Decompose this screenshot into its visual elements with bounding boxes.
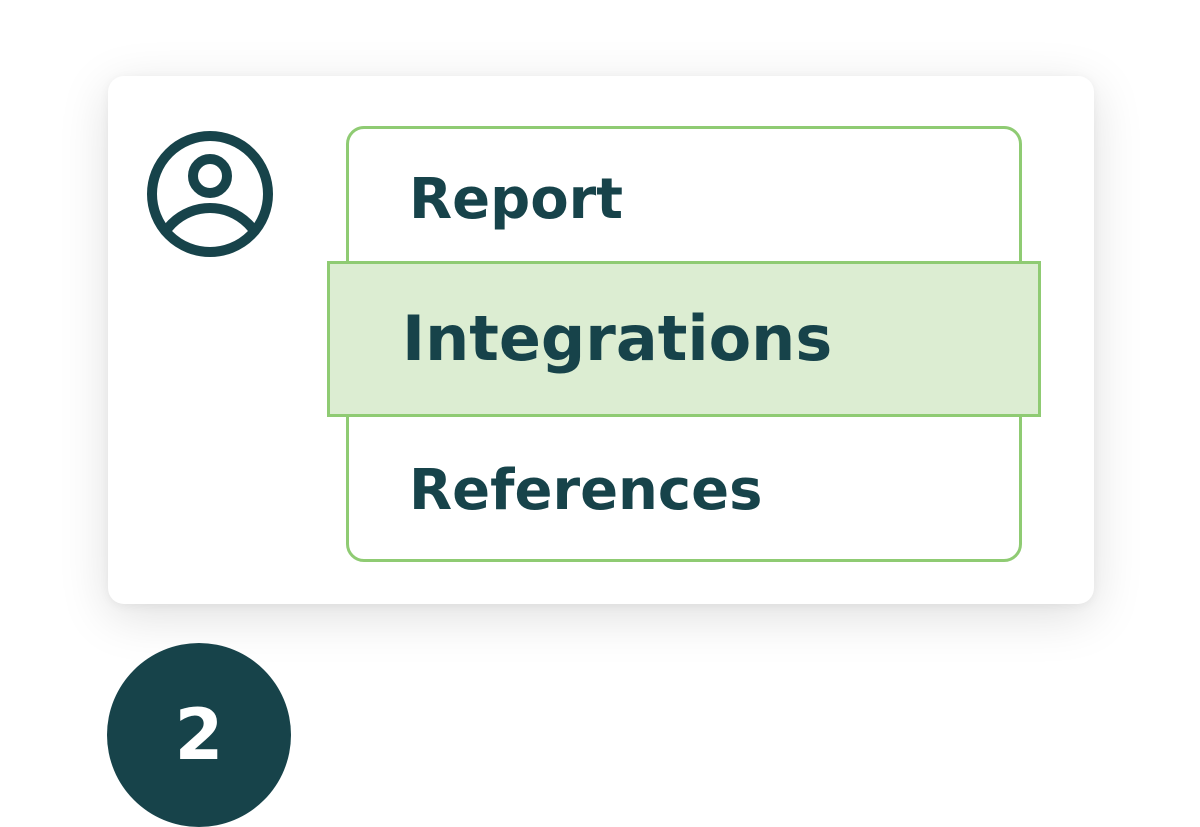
menu-item-integrations[interactable]: Integrations — [327, 261, 1041, 417]
menu-item-report[interactable]: Report — [409, 167, 624, 232]
user-avatar-icon[interactable] — [144, 128, 276, 260]
step-number-badge: 2 — [107, 643, 291, 827]
dropdown-menu: Report Integrations References — [327, 126, 1041, 562]
menu-card: Report Integrations References — [108, 76, 1094, 604]
menu-item-references[interactable]: References — [409, 458, 763, 523]
user-circle-icon — [147, 131, 273, 257]
